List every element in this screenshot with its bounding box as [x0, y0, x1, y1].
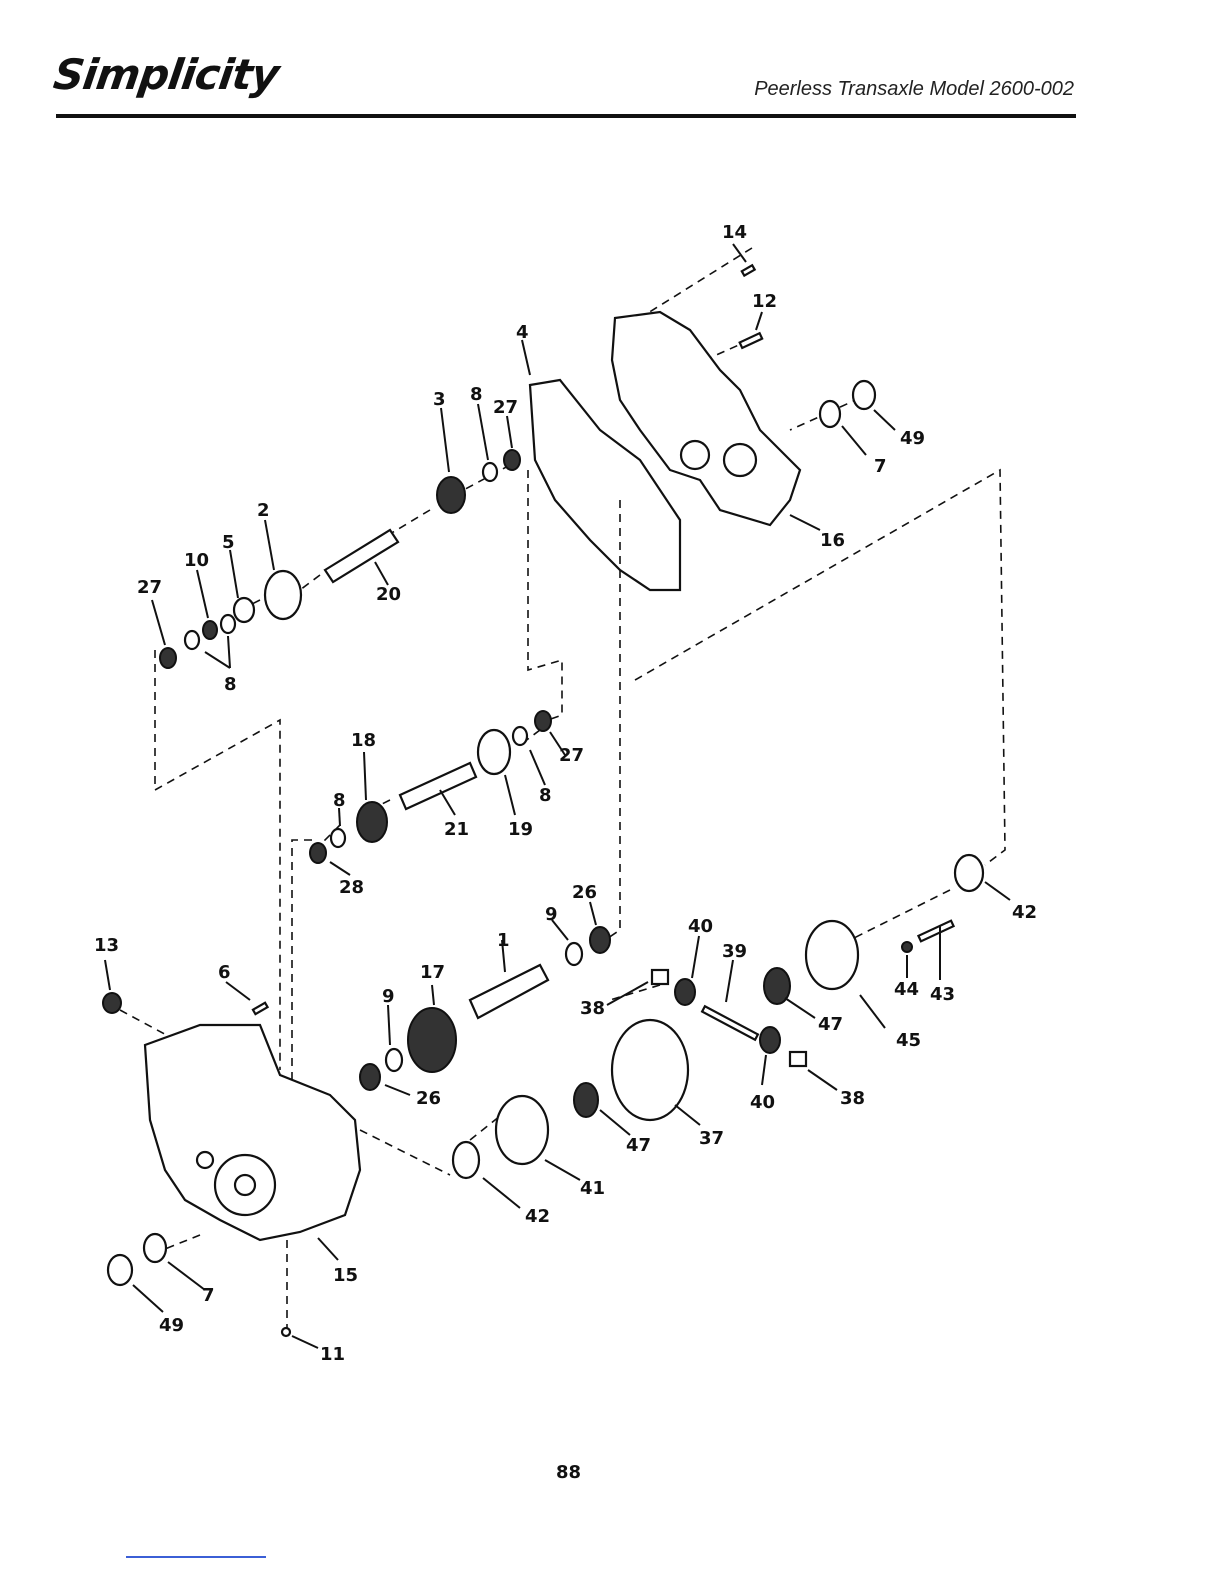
dowel-pin [253, 1003, 268, 1014]
callout-label: 39 [722, 941, 747, 962]
washer [853, 381, 875, 409]
spacer [234, 598, 254, 622]
snap-ring [203, 621, 217, 639]
bevel-pinion [675, 979, 695, 1005]
washer [820, 401, 840, 427]
bearing [453, 1142, 479, 1178]
splined-shaft [470, 965, 548, 1018]
block [652, 970, 668, 984]
callout-label: 5 [222, 532, 235, 553]
gear [478, 730, 510, 774]
callout-label: 47 [818, 1014, 843, 1035]
callout-label: 15 [333, 1265, 358, 1286]
callout-label: 6 [218, 962, 231, 983]
callout-label: 21 [444, 819, 469, 840]
callout-label: 1 [497, 930, 510, 951]
callout-label: 49 [900, 428, 925, 449]
callout-label: 40 [750, 1092, 775, 1113]
callout-label: 37 [699, 1128, 724, 1149]
callout-label: 20 [376, 584, 401, 605]
callout-label: 7 [202, 1285, 215, 1306]
callout-label: 9 [545, 904, 558, 925]
callout-label: 26 [572, 882, 597, 903]
bearing [590, 927, 610, 953]
bevel-pinion [760, 1027, 780, 1053]
washer [331, 829, 345, 847]
callout-label: 2 [257, 500, 270, 521]
washer [513, 727, 527, 745]
washer [144, 1234, 166, 1262]
callout-label: 8 [539, 785, 552, 806]
right-housing-cover [612, 312, 800, 525]
bearing [310, 843, 326, 863]
callout-label: 28 [339, 877, 364, 898]
washer [221, 615, 235, 633]
callout-label: 17 [420, 962, 445, 983]
callout-label: 43 [930, 984, 955, 1005]
pin [918, 921, 953, 942]
callout-label: 8 [333, 790, 346, 811]
cross-shaft [702, 1006, 758, 1039]
callout-label: 27 [559, 745, 584, 766]
gear [437, 477, 465, 513]
callout-label: 40 [688, 916, 713, 937]
gear [357, 802, 387, 842]
callout-label: 8 [224, 674, 237, 695]
dowel-pin [742, 265, 755, 275]
callout-label: 16 [820, 530, 845, 551]
callout-label: 27 [137, 577, 162, 598]
page-number: 88 [556, 1462, 581, 1483]
washer [386, 1049, 402, 1071]
callout-label: 3 [433, 389, 446, 410]
drain-plug [282, 1328, 290, 1336]
washer [483, 463, 497, 481]
callout-label: 47 [626, 1135, 651, 1156]
bearing [535, 711, 551, 731]
callout-label: 38 [580, 998, 605, 1019]
callout-label: 7 [874, 456, 887, 477]
shaft [400, 763, 476, 809]
callout-label: 8 [470, 384, 483, 405]
axle-housing [496, 1096, 548, 1164]
footer-link-underline[interactable] [126, 1556, 266, 1558]
bearing [360, 1064, 380, 1090]
axle-housing [806, 921, 858, 989]
washer [185, 631, 199, 649]
callout-label: 27 [493, 397, 518, 418]
callout-label: 41 [580, 1178, 605, 1199]
gear [408, 1008, 456, 1072]
callout-label: 12 [752, 291, 777, 312]
gear [265, 571, 301, 619]
callout-label: 9 [382, 986, 395, 1007]
washer [108, 1255, 132, 1285]
bearing [504, 450, 520, 470]
bolt [740, 333, 762, 348]
callout-label: 44 [894, 979, 919, 1000]
callout-label: 42 [1012, 902, 1037, 923]
shaft [325, 530, 398, 582]
callout-label: 19 [508, 819, 533, 840]
callout-label: 18 [351, 730, 376, 751]
callout-label: 49 [159, 1315, 184, 1336]
callout-label: 10 [184, 550, 209, 571]
callout-label: 13 [94, 935, 119, 956]
callout-label: 11 [320, 1344, 345, 1365]
plug [103, 993, 121, 1013]
bearing [160, 648, 176, 668]
callout-label: 42 [525, 1206, 550, 1227]
callout-label: 14 [722, 222, 747, 243]
callout-label: 26 [416, 1088, 441, 1109]
pin-clip [902, 942, 912, 952]
bearing [955, 855, 983, 891]
block [790, 1052, 806, 1066]
callout-label: 45 [896, 1030, 921, 1051]
bevel-gear [574, 1083, 598, 1117]
washer [566, 943, 582, 965]
callout-label: 38 [840, 1088, 865, 1109]
callout-label: 4 [516, 322, 529, 343]
